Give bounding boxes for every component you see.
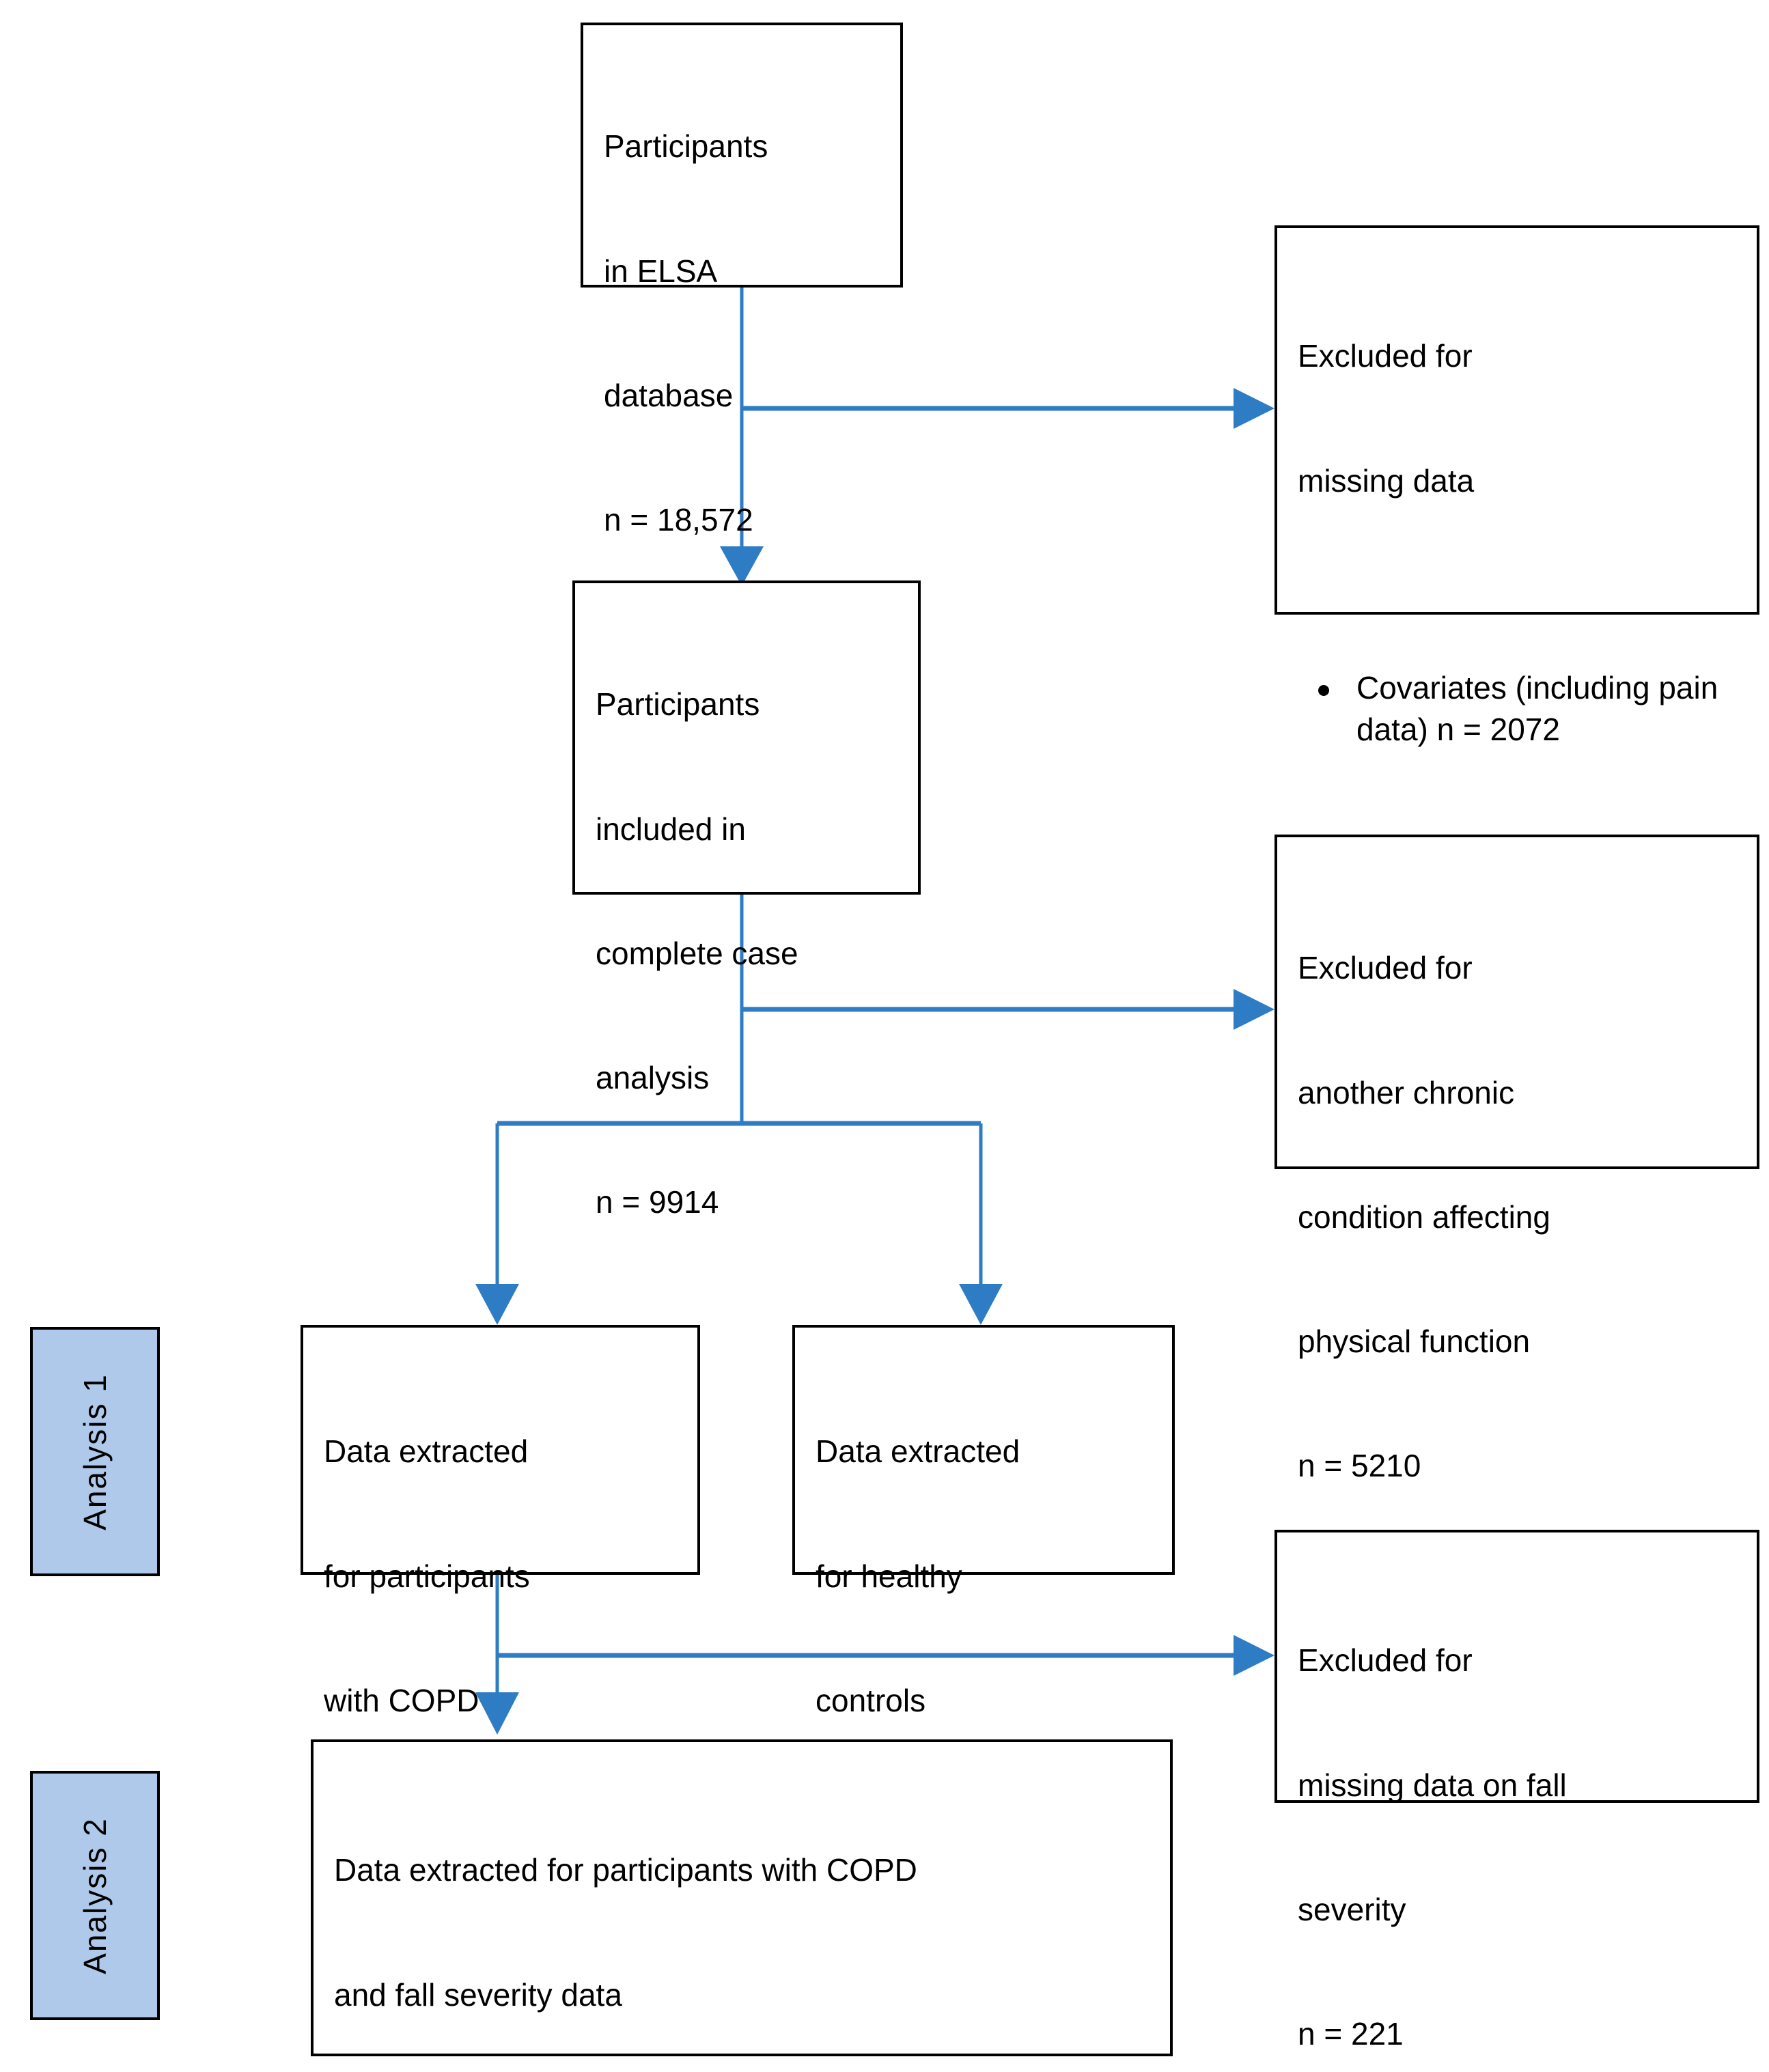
excluded-chronic-line-4: physical function <box>1298 1323 1531 1359</box>
analysis-1-label-text: Analysis 1 <box>77 1373 113 1530</box>
excluded-missing-line-1: Excluded for <box>1298 338 1473 374</box>
connector-split-to-copd <box>475 1123 519 1325</box>
connector-split-to-healthy-controls <box>959 1123 1003 1325</box>
analysis-2-label: Analysis 2 <box>30 1771 160 2020</box>
excluded-fall-line-1: Excluded for <box>1298 1642 1473 1679</box>
node-complete-case-analysis: Participants included in complete case a… <box>572 580 921 1220</box>
excluded-chronic-line-3: condition affecting <box>1298 1199 1550 1235</box>
node-copd-participants: Data extracted for participants with COP… <box>301 1325 700 1843</box>
node-copd-fall-severity: Data extracted for participants with COP… <box>311 1739 1173 2056</box>
excluded-fall-line-3: severity <box>1298 1891 1406 1927</box>
elsa-line-2: in ELSA <box>604 253 718 289</box>
copd-line-3: with COPD <box>324 1682 479 1718</box>
node-excluded-fall-severity: Excluded for missing data on fall severi… <box>1274 1530 1759 2052</box>
node-excluded-chronic-condition: Excluded for another chronic condition a… <box>1274 835 1759 1483</box>
copd-line-1: Data extracted <box>324 1433 529 1470</box>
copd-fall-line-1: Data extracted for participants with COP… <box>334 1852 917 1888</box>
excluded-chronic-line-2: another chronic <box>1298 1074 1515 1110</box>
excluded-missing-line-2: missing data <box>1298 462 1475 499</box>
complete-case-line-4: analysis <box>596 1059 710 1095</box>
complete-case-line-5: n = 9914 <box>596 1184 719 1220</box>
elsa-line-1: Participants <box>604 128 768 165</box>
list-item: Covariates (including pain data) n = 207… <box>1298 667 1740 750</box>
excluded-fall-line-2: missing data on fall <box>1298 1767 1567 1803</box>
analysis-1-label: Analysis 1 <box>30 1327 160 1576</box>
healthy-line-2: for healthy <box>816 1558 962 1594</box>
node-healthy-controls: Data extracted for healthy controls n = … <box>792 1325 1175 1843</box>
copd-fall-line-2: and fall severity data <box>334 1976 622 2013</box>
elsa-line-4: n = 18,572 <box>604 501 753 537</box>
copd-line-2: for participants <box>324 1558 530 1594</box>
healthy-line-1: Data extracted <box>816 1433 1020 1470</box>
complete-case-line-2: included in <box>596 811 746 847</box>
analysis-2-label-text: Analysis 2 <box>77 1817 113 1974</box>
node-elsa-database: Participants in ELSA database n = 18,572 <box>581 23 903 537</box>
excluded-chronic-line-5: n = 5210 <box>1298 1448 1421 1484</box>
complete-case-line-1: Participants <box>596 686 760 723</box>
elsa-line-3: database <box>604 377 734 413</box>
complete-case-line-3: complete case <box>596 935 798 971</box>
excluded-fall-line-4: n = 221 <box>1298 2015 1404 2052</box>
node-excluded-missing-data: Excluded for missing data Covariates (in… <box>1274 225 1759 871</box>
healthy-line-3: controls <box>816 1682 926 1718</box>
excluded-chronic-line-1: Excluded for <box>1298 950 1473 986</box>
